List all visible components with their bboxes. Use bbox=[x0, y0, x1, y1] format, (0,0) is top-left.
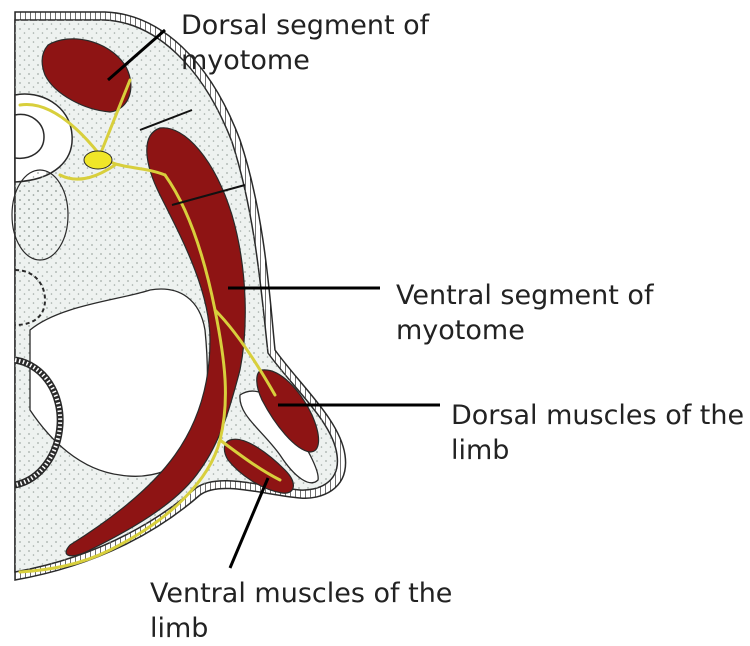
label-line: myotome bbox=[396, 313, 653, 348]
dorsal-root-ganglion bbox=[84, 151, 112, 169]
label-line: Ventral segment of bbox=[396, 278, 653, 313]
label-line: myotome bbox=[181, 43, 429, 78]
label-line: Dorsal muscles of the bbox=[451, 398, 744, 433]
label-ventral-segment-of-myotome: Ventral segment of myotome bbox=[396, 278, 653, 348]
label-dorsal-muscles-of-limb: Dorsal muscles of the limb bbox=[451, 398, 744, 468]
label-line: Ventral muscles of the bbox=[150, 576, 452, 611]
label-line: limb bbox=[150, 611, 452, 646]
vertebral-body bbox=[12, 170, 68, 260]
label-line: Dorsal segment of bbox=[181, 8, 429, 43]
label-line: limb bbox=[451, 433, 744, 468]
leader-ventral-limb bbox=[230, 478, 268, 568]
label-ventral-muscles-of-limb: Ventral muscles of the limb bbox=[150, 576, 452, 646]
label-dorsal-segment-of-myotome: Dorsal segment of myotome bbox=[181, 8, 429, 78]
